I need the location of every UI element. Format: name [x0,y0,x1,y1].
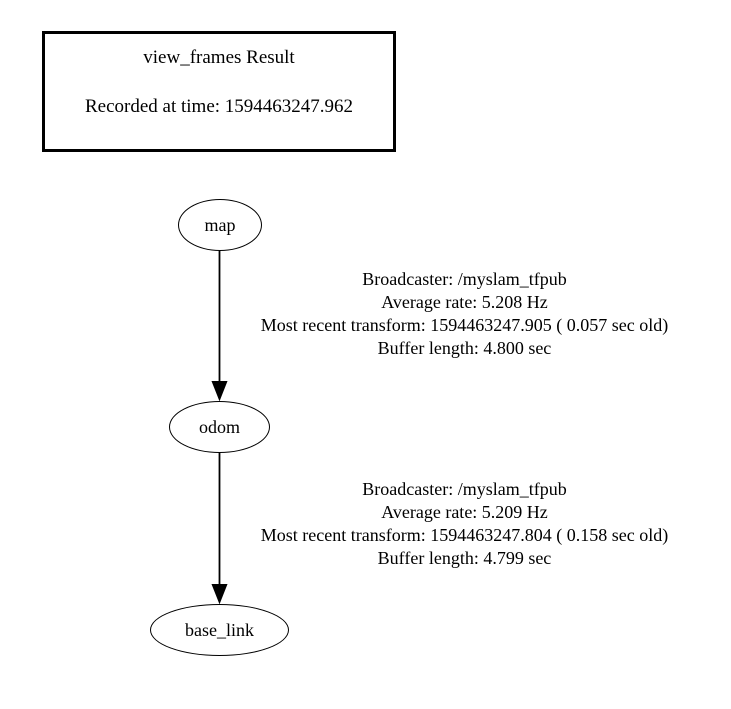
view-frames-result-box: view_frames Result Recorded at time: 159… [42,31,396,152]
edge-most-recent-transform: Most recent transform: 1594463247.804 ( … [260,525,669,545]
frame-node-label: base_link [185,620,254,640]
edge-broadcaster: Broadcaster: /myslam_tfpub [362,479,567,499]
edge-broadcaster: Broadcaster: /myslam_tfpub [362,269,567,289]
edge-label-map-odom: Broadcaster: /myslam_tfpub Average rate:… [219,268,710,360]
frame-node-odom[interactable]: odom [169,401,270,453]
edge-label-odom-base-link: Broadcaster: /myslam_tfpub Average rate:… [219,478,710,570]
edge-most-recent-transform: Most recent transform: 1594463247.905 ( … [260,315,669,335]
frame-node-label: map [204,215,236,235]
frame-node-map[interactable]: map [178,199,262,251]
edge-buffer-length: Buffer length: 4.800 sec [377,338,552,358]
frame-node-label: odom [198,417,240,437]
arrowhead-map-odom [211,381,228,402]
edge-buffer-length: Buffer length: 4.799 sec [377,548,552,568]
page-title: view_frames Result [143,47,295,68]
frame-node-base-link[interactable]: base_link [150,604,289,656]
edge-average-rate: Average rate: 5.208 Hz [381,292,548,312]
edge-average-rate: Average rate: 5.209 Hz [381,502,548,522]
recorded-at-time-text: Recorded at time: 1594463247.962 [84,96,354,117]
arrowhead-odom-baselink [211,584,228,605]
